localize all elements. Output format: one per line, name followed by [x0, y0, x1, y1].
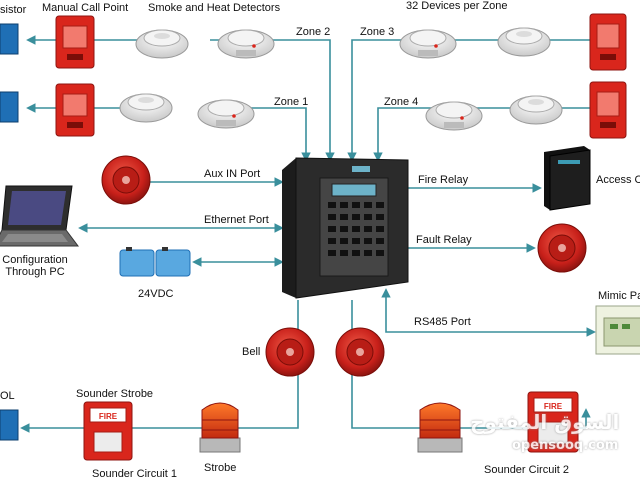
- sounder-strobe-icon: FIRE: [83, 401, 133, 461]
- label-zone3: Zone 3: [360, 26, 395, 38]
- label-eol: OL: [0, 390, 15, 402]
- smoke-detector-icon: [197, 99, 255, 129]
- manual-call-point-icon: [589, 13, 627, 71]
- smoke-detector-icon: [509, 95, 563, 125]
- label-fault-relay: Fault Relay: [416, 234, 472, 246]
- label-smoke-heat-detectors: Smoke and Heat Detectors: [148, 2, 281, 14]
- label-devices-per-zone: 32 Devices per Zone: [406, 0, 508, 12]
- label-24vdc: 24VDC: [138, 288, 174, 300]
- bell-icon: [101, 155, 151, 205]
- wire-zone1-to-panel: [230, 107, 311, 162]
- label-sounder-circuit2: Sounder Circuit 2: [484, 464, 569, 476]
- label-resistor-top: sistor: [0, 4, 27, 16]
- label-access-control: Access Co: [596, 174, 640, 186]
- label-zone1: Zone 1: [274, 96, 309, 108]
- smoke-detector-icon: [217, 29, 275, 59]
- wire-sounder-circuit1: [20, 300, 299, 433]
- label-manual-call-point: Manual Call Point: [42, 2, 129, 14]
- watermark-arabic: السوق المفتوح: [470, 410, 620, 434]
- resistor-icon: [0, 91, 19, 123]
- label-ethernet-port: Ethernet Port: [204, 214, 269, 226]
- label-zone4: Zone 4: [384, 96, 419, 108]
- manual-call-point-icon: [55, 83, 95, 137]
- fire-alarm-panel-icon: [282, 157, 409, 299]
- smoke-detector-icon: [135, 29, 189, 59]
- sounder-fire-text: FIRE: [99, 412, 118, 421]
- watermark-latin: opensooq.com: [512, 438, 619, 453]
- resistor-icon: [0, 409, 19, 441]
- label-sounder-strobe: Sounder Strobe: [76, 388, 154, 400]
- panel-keypad: [328, 202, 384, 256]
- sounder-strobe-icon: FIRE: [527, 391, 579, 453]
- smoke-detector-icon: [399, 29, 457, 59]
- battery-icon: [119, 247, 191, 277]
- bell-icon: [335, 327, 385, 377]
- smoke-detector-icon: [425, 101, 483, 131]
- bell-icon: [265, 327, 315, 377]
- label-fire-relay: Fire Relay: [418, 174, 469, 186]
- strobe-beacon-icon: [417, 402, 463, 453]
- sounder-fire-text: FIRE: [544, 402, 563, 411]
- label-through-pc: Through PC: [5, 266, 65, 278]
- mimic-panel-icon: [595, 305, 640, 355]
- label-configuration: Configuration: [2, 254, 68, 266]
- laptop-icon: [0, 185, 79, 247]
- label-aux-in-port: Aux IN Port: [204, 168, 261, 180]
- label-mimic-panel: Mimic Pa: [598, 290, 640, 302]
- strobe-beacon-icon: [199, 402, 241, 453]
- resistor-icon: [0, 23, 19, 55]
- label-bell: Bell: [242, 346, 261, 358]
- manual-call-point-icon: [55, 15, 95, 69]
- label-rs485-port: RS485 Port: [414, 316, 471, 328]
- smoke-detector-icon: [119, 93, 173, 123]
- wire-rs485: [381, 288, 596, 337]
- manual-call-point-icon: [589, 81, 627, 139]
- smoke-detector-icon: [497, 27, 551, 57]
- label-strobe: Strobe: [204, 462, 237, 474]
- label-zone2: Zone 2: [296, 26, 331, 38]
- access-control-unit-icon: [544, 146, 591, 211]
- label-sounder-circuit1: Sounder Circuit 1: [92, 468, 177, 480]
- bell-icon: [537, 223, 587, 273]
